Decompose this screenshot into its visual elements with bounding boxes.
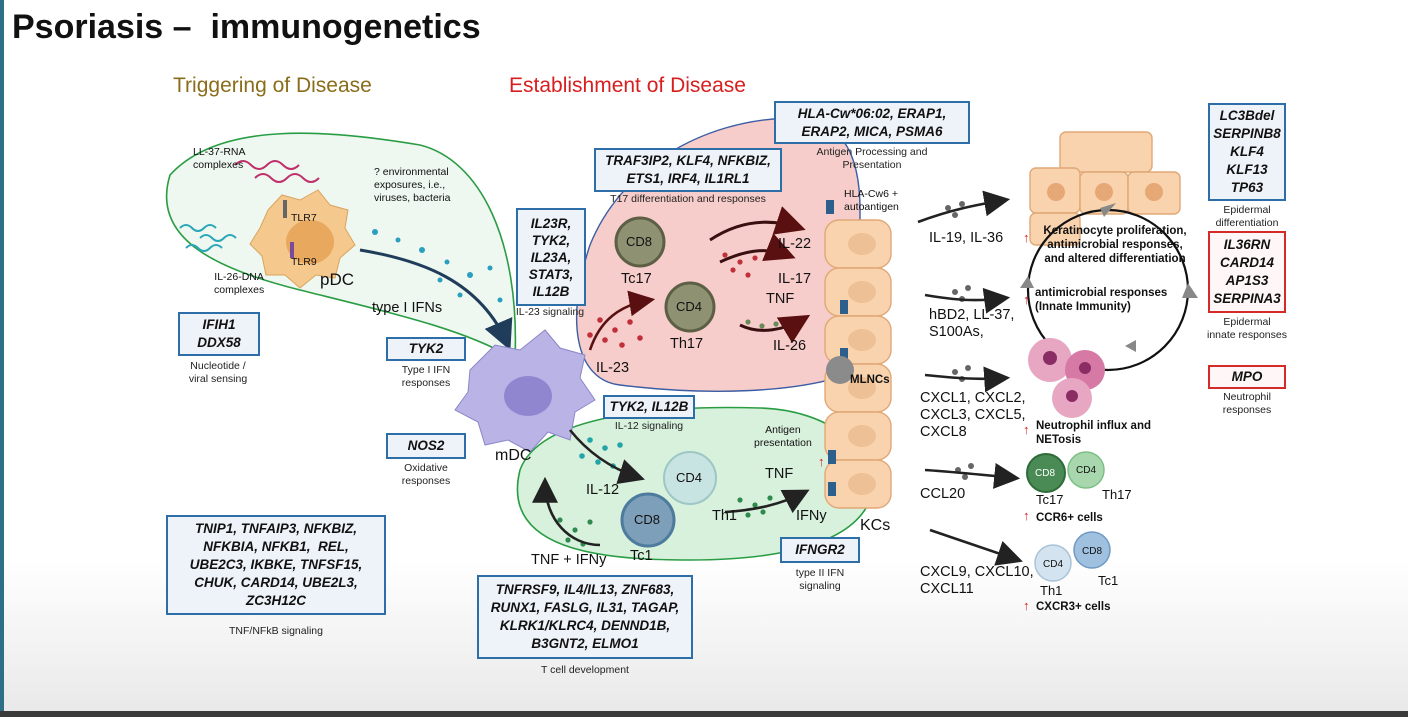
keratinocyte-outcome: Keratinocyte proliferation, antimicrobia… [1043, 225, 1187, 265]
il12-label: IL-12 [586, 482, 620, 498]
il17-label: IL-17 [778, 271, 812, 287]
bottom-bar [0, 711, 1408, 717]
il26-label: IL-26-DNA complexes [214, 271, 265, 296]
kcs-label: KCs [860, 517, 891, 534]
hla-caption: Antigen Processing and Presentation [816, 146, 928, 171]
out-cd4-label: CD4 [1076, 465, 1097, 476]
out-cd4-th1-label: CD4 [1043, 559, 1064, 570]
pdc-label: pDC [320, 270, 355, 289]
cxcl1-label: CXCL1, CXCL2, CXCL3, CXCL5, CXCL8 [920, 390, 1026, 440]
tnip1-caption: TNF/NFkB signaling [229, 625, 323, 637]
pdc-cell [249, 189, 356, 289]
traf3ip2-caption: T17 differentiation and responses [610, 193, 766, 205]
mpo-caption: Neutrophil responses [1222, 391, 1272, 416]
hla-gene-box: HLA-Cw*06:02, ERAP1, ERAP2, MICA, PSMA6 [774, 101, 970, 144]
type1-ifns-label: type I IFNs [372, 300, 443, 316]
tlr7-label: TLR7 [291, 212, 317, 224]
out-tc1-label: Tc1 [1098, 573, 1119, 588]
neutrophil-outcome: Neutrophil influx and NETosis [1036, 420, 1151, 446]
tlr9-label: TLR9 [291, 256, 317, 268]
tnfrsf9-caption: T cell development [541, 664, 629, 676]
mpo-gene-box: MPO [1208, 365, 1286, 389]
cd8-th17-label: CD8 [626, 234, 653, 249]
ifih1-gene-box: IFIH1 DDX58 [178, 312, 260, 356]
lc3b-gene-box: LC3Bdel SERPINB8 KLF4 KLF13 TP63 [1208, 103, 1286, 201]
mlncs-label: MLNCs [850, 374, 890, 386]
il26-cytokine-label: IL-26 [773, 338, 807, 354]
out-th1-label: Th1 [1040, 583, 1063, 598]
up-arrow-icon: ↑ [1023, 292, 1030, 307]
ifny-label: IFNy [796, 508, 827, 524]
ifih1-caption: Nucleotide / viral sensing [188, 360, 248, 385]
il23-label: IL-23 [596, 360, 630, 376]
cd4-th1-label: CD4 [676, 470, 703, 485]
lc3b-caption: Epidermal differentiation [1215, 204, 1279, 229]
nos2-caption: Oxidative responses [401, 462, 451, 487]
tnip1-gene-box: TNIP1, TNFAIP3, NFKBIZ, NFKBIA, NFKB1, R… [166, 515, 386, 615]
up-arrow-icon: ↑ [1023, 508, 1030, 523]
th17-label: Th17 [670, 336, 704, 352]
mdc-label: mDC [495, 447, 532, 464]
il22-label: IL-22 [778, 236, 812, 252]
ifngr2-gene-box: IFNGR2 [780, 537, 860, 563]
tnf-th17-label: TNF [766, 291, 795, 307]
il36rn-gene-box: IL36RN CARD14 AP1S3 SERPINA3 [1208, 231, 1286, 313]
hla-cw6-label: HLA-Cw6 + autoantigen [844, 188, 899, 213]
out-cd8-label: CD8 [1035, 468, 1056, 479]
il36rn-caption: Epidermal innate responses [1207, 316, 1287, 341]
out-cd8-tc1-label: CD8 [1082, 546, 1103, 557]
out-tc17-label: Tc17 [1036, 492, 1064, 507]
slide-title: Psoriasis – immunogenetics [12, 8, 481, 46]
out-th17-label: Th17 [1102, 487, 1132, 502]
up-arrow-icon: ↑ [1023, 598, 1030, 613]
antimicrobial-outcome: antimicrobial responses (Innate Immunity… [1035, 287, 1168, 313]
traf3ip2-gene-box: TRAF3IP2, KLF4, NFKBIZ, ETS1, IRF4, IL1R… [594, 148, 782, 192]
cxcl9-label: CXCL9, CXCL10, CXCL11 [920, 564, 1034, 597]
nos2-gene-box: NOS2 [386, 433, 466, 459]
tyk2-il12b-gene-box: TYK2, IL12B [603, 395, 695, 419]
il19-il36-label: IL-19, IL-36 [929, 230, 1004, 246]
hbd2-label: hBD2, LL-37, S100As, [929, 307, 1015, 340]
establishment-header: Establishment of Disease [509, 74, 746, 97]
tnf-th1-label: TNF [765, 466, 794, 482]
tyk2-gene-box: TYK2 [386, 337, 466, 361]
tyk2-caption: Type I IFN responses [401, 364, 451, 389]
up-arrow-icon: ↑ [818, 454, 825, 469]
cd8-th1-label: CD8 [634, 512, 661, 527]
mdc-cell [454, 329, 596, 453]
il23r-caption: IL-23 signaling [515, 306, 585, 318]
antigen-presentation-label: Antigen presentation [754, 424, 812, 449]
tnf-ifny-label: TNF + IFNy [531, 552, 607, 568]
il23r-gene-box: IL23R, TYK2, IL23A, STAT3, IL12B [516, 208, 586, 306]
triggering-header: Triggering of Disease [173, 74, 372, 97]
up-arrow-icon: ↑ [1023, 422, 1030, 437]
tyk2-il12b-caption: IL-12 signaling [614, 420, 684, 432]
tc17-label: Tc17 [621, 271, 652, 287]
ccl20-label: CCL20 [920, 486, 966, 502]
ll37-label: LL-37-RNA complexes [193, 146, 246, 171]
environmental-label: ? environmental exposures, i.e., viruses… [374, 166, 451, 204]
tnfrsf9-gene-box: TNFRSF9, IL4/IL13, ZNF683, RUNX1, FASLG,… [477, 575, 693, 659]
cd4-th17-label: CD4 [676, 299, 703, 314]
th1-label: Th1 [712, 508, 737, 524]
ccr6-outcome: CCR6+ cells [1036, 512, 1103, 524]
up-arrow-icon: ↑ [1023, 230, 1030, 245]
left-frame-bar [0, 0, 4, 717]
cxcr3-outcome: CXCR3+ cells [1036, 601, 1111, 613]
ifngr2-caption: type II IFN signaling [795, 567, 845, 592]
tc1-label: Tc1 [630, 548, 653, 564]
